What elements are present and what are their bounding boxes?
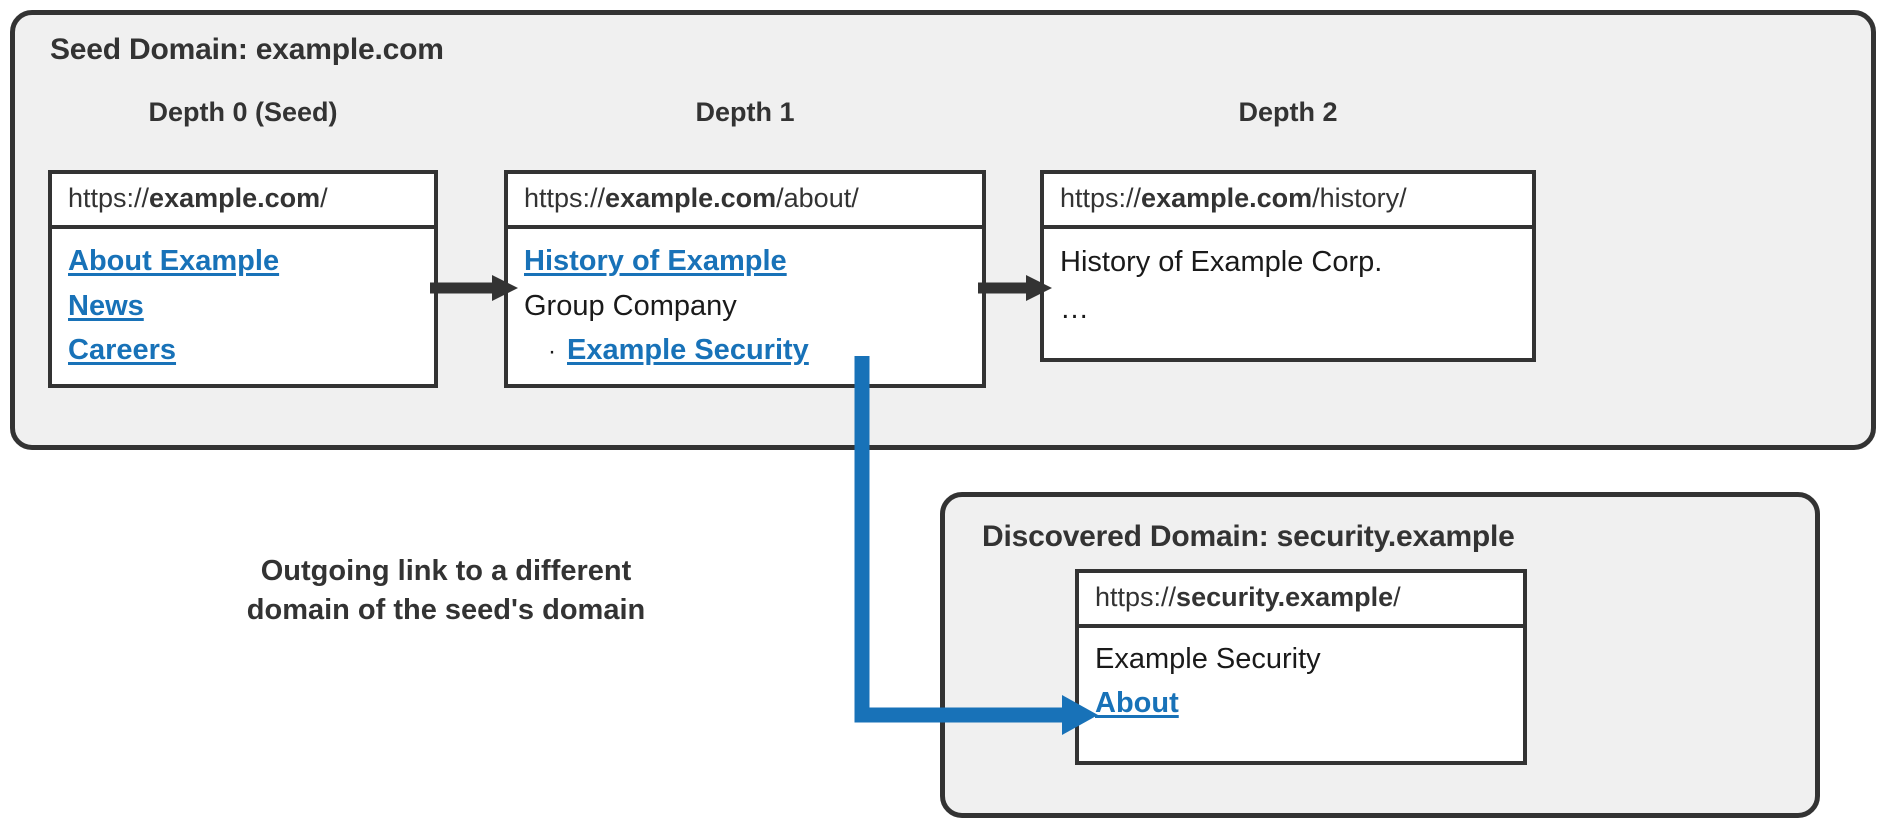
- link-example-security[interactable]: Example Security: [567, 334, 809, 367]
- outgoing-link-annotation: Outgoing link to a different domain of t…: [185, 552, 707, 629]
- url-host: example.com: [605, 183, 777, 213]
- page-line: About: [1095, 682, 1507, 726]
- text-group-company: Group Company: [524, 289, 737, 322]
- url-scheme: https://: [1060, 183, 1142, 213]
- page-card-discovered: https://security.example/ Example Securi…: [1075, 569, 1527, 765]
- link-news[interactable]: News: [68, 289, 144, 322]
- annotation-line-1: Outgoing link to a different: [260, 555, 632, 587]
- page-line-bullet: · Example Security: [524, 328, 966, 373]
- url-bar-depth-1[interactable]: https://example.com/about/: [508, 174, 982, 230]
- seed-domain-title: Seed Domain: example.com: [50, 33, 444, 66]
- url-path: /about/: [776, 183, 859, 213]
- url-scheme: https://: [68, 183, 150, 213]
- url-host: example.com: [149, 183, 321, 213]
- url-path: /: [1393, 582, 1401, 612]
- link-careers[interactable]: Careers: [68, 334, 177, 367]
- url-path: /history/: [1312, 183, 1407, 213]
- page-body-depth-0: About Example News Careers: [52, 229, 434, 384]
- url-path: /: [320, 183, 328, 213]
- url-scheme: https://: [1095, 582, 1177, 612]
- url-host: example.com: [1141, 183, 1313, 213]
- page-card-depth-0: https://example.com/ About Example News …: [48, 170, 438, 388]
- page-body-discovered: Example Security About: [1079, 628, 1523, 761]
- depth-2-column-label: Depth 2: [1238, 97, 1338, 127]
- discovered-domain-title: Discovered Domain: security.example: [982, 520, 1515, 553]
- page-card-depth-1: https://example.com/about/ History of Ex…: [504, 170, 986, 388]
- page-body-depth-2: History of Example Corp. …: [1044, 229, 1532, 358]
- text-history-of-example-corp: History of Example Corp.: [1060, 246, 1383, 279]
- link-history-of-example[interactable]: History of Example: [524, 245, 787, 278]
- url-bar-discovered[interactable]: https://security.example/: [1079, 573, 1523, 629]
- link-about[interactable]: About: [1095, 686, 1179, 719]
- url-bar-depth-2[interactable]: https://example.com/history/: [1044, 174, 1532, 230]
- page-line: History of Example Corp.: [1060, 239, 1516, 286]
- page-card-depth-2: https://example.com/history/ History of …: [1040, 170, 1536, 362]
- annotation-line-2: domain of the seed's domain: [246, 593, 646, 626]
- page-line: News: [68, 284, 418, 329]
- bullet-icon: ·: [548, 338, 556, 366]
- link-about-example[interactable]: About Example: [68, 245, 280, 278]
- page-line: …: [1060, 286, 1516, 333]
- page-line: History of Example: [524, 239, 966, 284]
- page-line: About Example: [68, 239, 418, 284]
- text-ellipsis: …: [1060, 293, 1089, 326]
- page-body-depth-1: History of Example Group Company · Examp…: [508, 229, 982, 384]
- depth-1-column-label: Depth 1: [695, 97, 795, 127]
- page-line: Example Security: [1095, 638, 1507, 682]
- url-scheme: https://: [524, 183, 606, 213]
- url-bar-depth-0[interactable]: https://example.com/: [52, 174, 434, 230]
- depth-0-column-label: Depth 0 (Seed): [148, 97, 338, 127]
- url-host: security.example: [1176, 582, 1394, 612]
- page-line: Careers: [68, 328, 418, 373]
- text-example-security: Example Security: [1095, 643, 1321, 676]
- page-line: Group Company: [524, 284, 966, 329]
